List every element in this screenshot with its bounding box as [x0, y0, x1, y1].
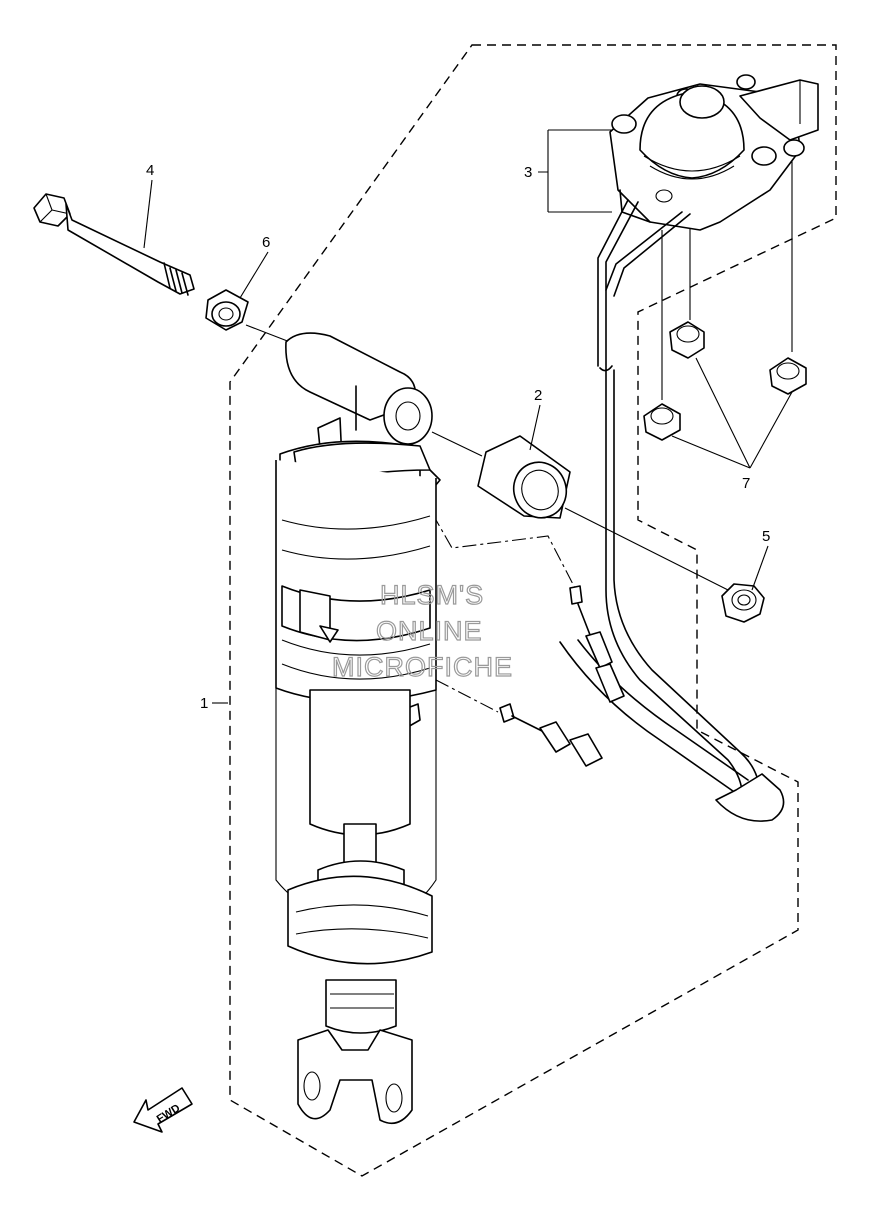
nut-part-7-c: [643, 403, 681, 441]
callout-label-2: 2: [534, 387, 542, 404]
cable-fitting-upper: [569, 585, 625, 703]
callout-label-3: 3: [524, 164, 532, 181]
callout-label-4: 4: [146, 162, 154, 179]
nut-part-5: [721, 583, 765, 623]
center-line-bolt: [245, 324, 291, 343]
watermark: HLSM'S ONLINE MICROFICHE: [331, 579, 513, 682]
callout-7: 7: [671, 357, 793, 492]
callout-label-6: 6: [262, 234, 270, 251]
shock-absorber-part-1: [275, 332, 441, 1125]
cable-fitting-lower: [499, 703, 603, 767]
watermark-line-2: ONLINE: [376, 616, 483, 646]
callout-6: 6: [239, 234, 270, 299]
center-line-cable-lower: [435, 679, 499, 713]
bushing-part-2: [477, 435, 571, 519]
collar-part-6: [205, 289, 249, 331]
callout-label-1: 1: [200, 695, 208, 712]
callout-5: 5: [751, 528, 770, 591]
callout-4: 4: [143, 162, 154, 249]
reservoir-part-3: [609, 74, 819, 231]
callout-1: 1: [200, 695, 228, 712]
watermark-line-3: MICROFICHE: [332, 652, 513, 682]
callout-label-7: 7: [742, 475, 750, 492]
bolt-part-4: [33, 193, 195, 296]
watermark-line-1: HLSM'S: [380, 580, 484, 610]
callout-label-5: 5: [762, 528, 770, 545]
callout-2: 2: [529, 387, 542, 451]
hose-pair: [559, 199, 785, 822]
callout-3: 3: [524, 129, 612, 213]
fwd-direction-arrow: FWD: [133, 1087, 193, 1133]
nut-part-7-a: [669, 321, 705, 359]
nut-part-7-b: [769, 357, 807, 395]
center-line-collar: [431, 431, 733, 593]
